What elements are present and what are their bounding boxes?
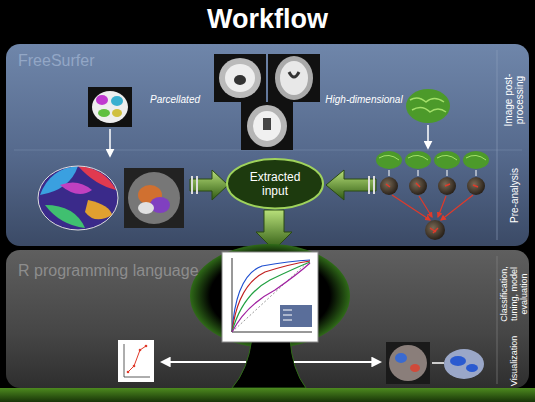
section-label: Image post-processing xyxy=(503,67,525,133)
title: Workflow xyxy=(0,4,535,35)
section-label: Visualization xyxy=(509,333,519,389)
branch-label: Parcellated xyxy=(140,94,210,105)
node-text: Extracted input xyxy=(243,170,307,198)
band-label: R programming language xyxy=(18,262,199,280)
ellipse-outline xyxy=(227,159,323,208)
band-label: FreeSurfer xyxy=(18,52,94,70)
section-label: Pre-analysis xyxy=(509,160,520,230)
branch-label: High-dimensional xyxy=(322,94,406,105)
ellipse-text: Extracted input xyxy=(226,158,324,209)
input-ellipse: Extracted input xyxy=(226,158,324,209)
section-label: Classification, tuning, model evaluation xyxy=(499,257,529,331)
